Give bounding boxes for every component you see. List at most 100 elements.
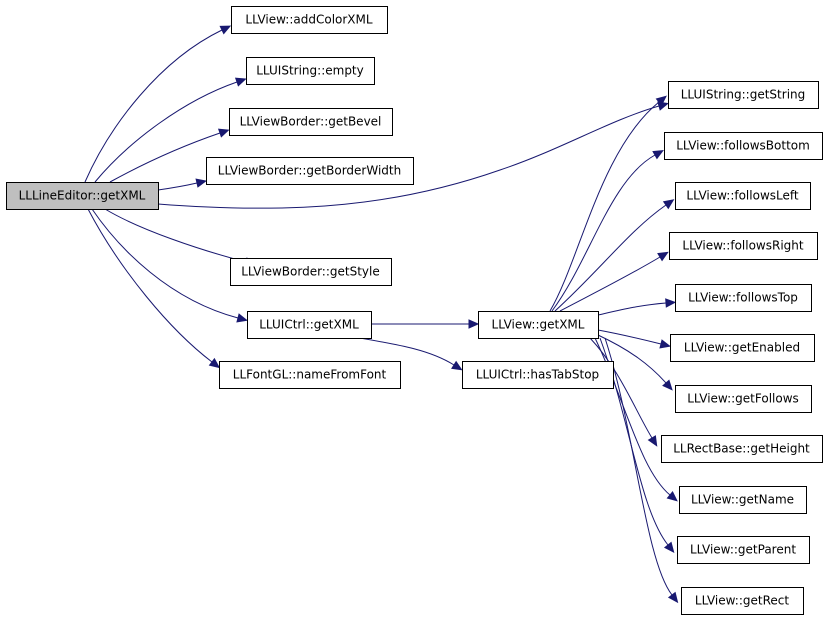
edge-n8-to-n12 (554, 199, 675, 312)
node-label: LLView::followsTop (688, 291, 798, 305)
node-box[interactable] (462, 361, 614, 389)
edge-n6-to-n8 (371, 319, 480, 329)
edge-line (589, 337, 653, 439)
arrowhead (217, 128, 230, 138)
arrowhead (208, 357, 221, 369)
node-n4[interactable]: LLViewBorder::getBorderWidth (206, 157, 414, 185)
node-n9[interactable]: LLUICtrl::hasTabStop (462, 361, 614, 389)
edge-line (91, 208, 239, 319)
node-n18[interactable]: LLView::getName (679, 486, 807, 514)
node-box[interactable] (675, 284, 812, 312)
node-n16[interactable]: LLView::getFollows (675, 385, 812, 413)
node-label: LLView::getName (691, 493, 794, 507)
call-nodes: LLLineEditor::getXML LLView::addColorXMLL… (6, 6, 823, 615)
node-n13[interactable]: LLView::followsRight (669, 232, 818, 260)
edge-n8-to-n16 (597, 334, 673, 391)
edge-line (94, 81, 238, 183)
node-label: LLView::followsBottom (676, 139, 810, 153)
arrowhead (666, 491, 678, 502)
node-box[interactable] (478, 311, 599, 339)
arrowhead (195, 178, 207, 188)
node-box[interactable] (230, 258, 392, 286)
node-label: LLView::addColorXML (245, 13, 372, 27)
node-box[interactable] (681, 587, 804, 615)
edge-line (554, 204, 667, 312)
arrowhead (236, 313, 248, 323)
edge-line (597, 334, 667, 384)
arrowhead (655, 95, 667, 107)
node-box[interactable] (231, 6, 388, 34)
node-box[interactable] (679, 486, 807, 514)
node-box[interactable] (247, 311, 372, 339)
node-n15[interactable]: LLView::getEnabled (670, 334, 815, 362)
edge-n8-to-n14 (597, 298, 677, 316)
node-n10[interactable]: LLUIString::getString (668, 81, 819, 109)
edge-n0-to-n2 (94, 77, 247, 183)
arrowhead (647, 435, 658, 447)
node-box[interactable] (669, 232, 818, 260)
arrowhead (451, 360, 463, 371)
edge-line (604, 337, 673, 596)
node-n2[interactable]: LLUIString::empty (246, 57, 375, 85)
node-n1[interactable]: LLView::addColorXML (231, 6, 388, 34)
node-n6[interactable]: LLUICtrl::getXML (247, 311, 372, 339)
node-n11[interactable]: LLView::followsBottom (664, 132, 823, 160)
edge-line (359, 337, 455, 366)
node-box[interactable] (675, 182, 811, 210)
edge-n0-to-n7 (87, 208, 221, 369)
node-n20[interactable]: LLView::getRect (681, 587, 804, 615)
edge-line (104, 208, 247, 263)
edge-n0-to-n5 (104, 208, 256, 267)
node-label: LLFontGL::nameFromFont (233, 368, 387, 382)
arrowhead (662, 199, 675, 210)
node-label: LLRectBase::getHeight (673, 442, 810, 456)
node-box[interactable] (670, 334, 815, 362)
node-box[interactable] (668, 81, 819, 109)
node-n7[interactable]: LLFontGL::nameFromFont (219, 361, 401, 389)
edge-n8-to-n10 (549, 95, 667, 312)
arrowhead (219, 25, 232, 35)
node-label: LLUIString::getString (681, 88, 806, 102)
arrowhead (659, 339, 671, 349)
edge-n0-to-n1 (84, 25, 232, 183)
arrowhead (665, 298, 677, 308)
node-box[interactable] (664, 132, 823, 160)
edge-n8-to-n20 (604, 337, 679, 604)
edge-line (559, 256, 661, 312)
arrowhead (234, 77, 247, 87)
node-box[interactable] (675, 385, 812, 413)
edge-n8-to-n11 (551, 150, 664, 312)
node-label: LLViewBorder::getBevel (240, 115, 382, 129)
node-label: LLViewBorder::getStyle (241, 265, 379, 279)
node-box[interactable] (661, 435, 823, 463)
node-label: LLView::getParent (690, 543, 796, 557)
node-n3[interactable]: LLViewBorder::getBevel (229, 108, 393, 136)
edge-line (87, 208, 213, 363)
node-label: LLView::followsRight (682, 239, 803, 253)
node-box[interactable] (6, 182, 159, 210)
edge-n6-to-n9 (359, 337, 463, 371)
node-n14[interactable]: LLView::followsTop (675, 284, 812, 312)
edge-line (597, 329, 662, 345)
node-box[interactable] (246, 57, 375, 85)
node-n5[interactable]: LLViewBorder::getStyle (230, 258, 392, 286)
node-box[interactable] (206, 157, 414, 185)
edge-n0-to-n4 (157, 178, 207, 191)
node-n19[interactable]: LLView::getParent (677, 536, 810, 564)
node-n12[interactable]: LLView::followsLeft (675, 182, 811, 210)
edge-line (597, 302, 667, 316)
edge-n8-to-n17 (589, 337, 658, 447)
node-label: LLView::getFollows (687, 392, 799, 406)
node-n8[interactable]: LLView::getXML (478, 311, 599, 339)
node-n0[interactable]: LLLineEditor::getXML (6, 182, 159, 210)
edge-line (109, 132, 221, 183)
edge-line (157, 105, 660, 209)
node-n17[interactable]: LLRectBase::getHeight (661, 435, 823, 463)
node-box[interactable] (229, 108, 393, 136)
node-label: LLUIString::empty (256, 64, 364, 78)
node-label: LLLineEditor::getXML (19, 189, 146, 203)
node-label: LLView::getRect (695, 594, 789, 608)
node-box[interactable] (219, 361, 401, 389)
node-box[interactable] (677, 536, 810, 564)
